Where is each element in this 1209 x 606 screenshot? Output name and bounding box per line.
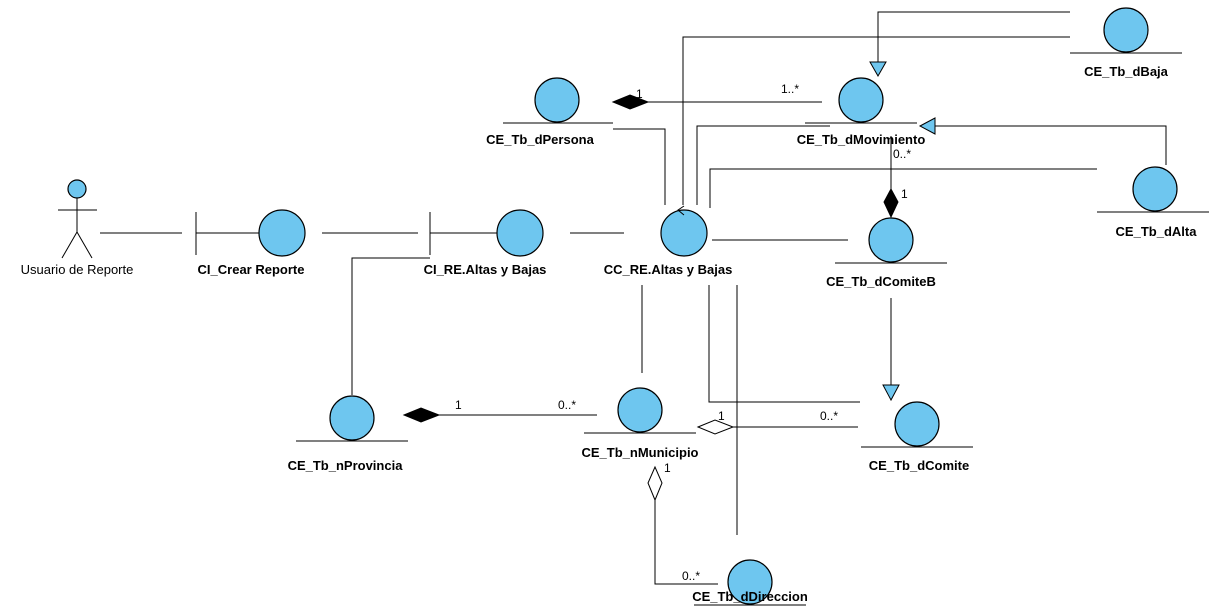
actor-usuario[interactable] (58, 179, 97, 259)
entity-circle (894, 401, 940, 447)
multiplicities: 1 1..* 0..* 1 1 0..* 1 0..* 1 0..* (455, 82, 911, 583)
ddireccion-label: CE_Tb_dDireccion (692, 589, 808, 604)
entity-ddireccion[interactable] (694, 559, 806, 606)
link-ci-re-provincia (351, 257, 430, 395)
boundary-ci-crear-reporte[interactable] (195, 209, 306, 257)
aggregation-diamond-municipio-comite (696, 419, 735, 435)
mult-direccion-many: 0..* (682, 569, 700, 583)
labels: Usuario de Reporte CI_Crear Reporte CI_R… (21, 64, 1198, 604)
actor-right-leg (76, 231, 93, 259)
generalization-arrow-comiteb (882, 384, 900, 402)
link-municipio-direccion (654, 500, 718, 585)
dcomite-label: CE_Tb_dComite (869, 458, 969, 473)
actor-head (67, 179, 87, 199)
control-arrow (677, 205, 685, 216)
entity-circle (727, 559, 773, 605)
link-cc-alta (709, 168, 1097, 208)
connections (100, 11, 1167, 585)
mult-comite-many: 0..* (820, 409, 838, 423)
composition-diamond-comiteb (883, 187, 899, 219)
nmunicipio-label: CE_Tb_nMunicipio (582, 445, 699, 460)
link-cc-comite (708, 285, 860, 403)
control-cc-re-altas-bajas[interactable] (660, 205, 708, 257)
mult-persona-one: 1 (636, 87, 643, 101)
entity-circle (838, 77, 884, 123)
actor-label: Usuario de Reporte (21, 262, 134, 277)
nprovincia-label: CE_Tb_nProvincia (288, 458, 404, 473)
composition-diamond-persona (611, 94, 650, 110)
boundary-ci-re-altas-bajas[interactable] (429, 209, 544, 257)
mult-comiteb-one: 1 (901, 187, 908, 201)
link-cc-movimiento (696, 125, 830, 205)
composition-diamond-provincia (402, 407, 441, 423)
entity-dbaja[interactable] (1070, 7, 1182, 54)
entity-nmunicipio[interactable] (584, 387, 696, 434)
entity-circle (329, 395, 375, 441)
dmovimiento-label: CE_Tb_dMovimiento (797, 132, 926, 147)
entity-dpersona[interactable] (503, 77, 613, 124)
ci-re-label: CI_RE.Altas y Bajas (424, 262, 547, 277)
mult-persona-many: 1..* (781, 82, 799, 96)
entity-circle (617, 387, 663, 433)
mult-provincia-one: 1 (455, 398, 462, 412)
entity-dalta[interactable] (1097, 166, 1209, 213)
boundary-circle (258, 209, 306, 257)
entity-dmovimiento[interactable] (805, 77, 917, 124)
actor-left-leg (61, 231, 78, 259)
entity-circle (868, 217, 914, 263)
generalization-arrow-baja (869, 61, 887, 78)
mult-movimiento-many: 0..* (893, 147, 911, 161)
generalization-arrow-alta (918, 117, 936, 135)
link-baja-movimiento (877, 11, 1070, 62)
ci-crear-label: CI_Crear Reporte (198, 262, 305, 277)
cc-label: CC_RE.Altas y Bajas (604, 262, 733, 277)
association-ends (402, 61, 936, 502)
entity-dcomite[interactable] (861, 401, 973, 448)
aggregation-diamond-municipio-direccion (647, 465, 663, 502)
mult-municipio-many: 0..* (558, 398, 576, 412)
dpersona-label: CE_Tb_dPersona (486, 132, 594, 147)
entity-circle (1103, 7, 1149, 53)
dbaja-label: CE_Tb_dBaja (1084, 64, 1169, 79)
mult-municipio-dir-one: 1 (664, 461, 671, 475)
dalta-label: CE_Tb_dAlta (1116, 224, 1198, 239)
entity-nprovincia[interactable] (296, 395, 408, 442)
entity-dcomiteb[interactable] (835, 217, 947, 264)
link-alta-movimiento (935, 125, 1167, 165)
link-cc-persona (613, 128, 666, 205)
dcomiteb-label: CE_Tb_dComiteB (826, 274, 936, 289)
mult-municipio-comite-one: 1 (718, 409, 725, 423)
entity-circle (1132, 166, 1178, 212)
link-cc-baja (682, 36, 1070, 205)
entity-circle (534, 77, 580, 123)
boundary-circle (496, 209, 544, 257)
control-circle (660, 209, 708, 257)
